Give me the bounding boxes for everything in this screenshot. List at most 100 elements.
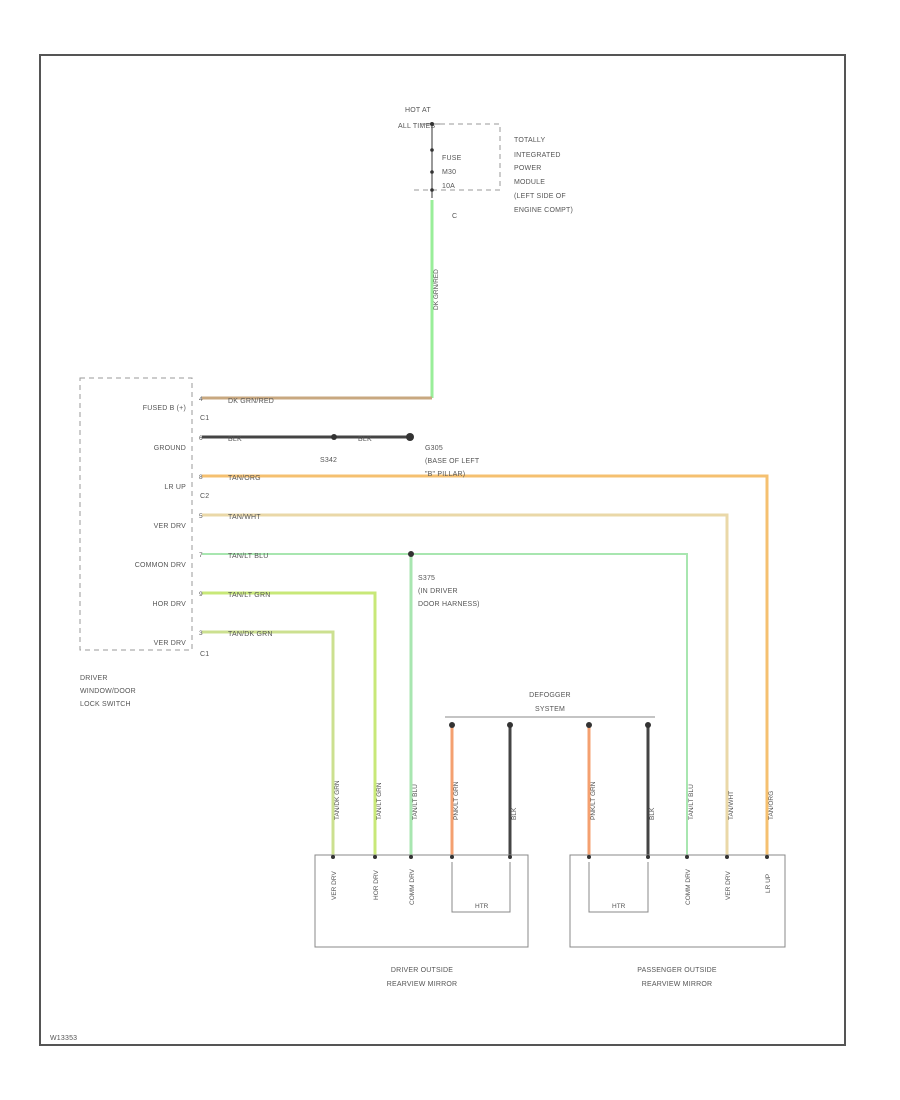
pm-pin-4 (725, 855, 729, 859)
switch-connector-c1-bottom: C1 (200, 651, 209, 658)
defogger-system: DEFOGGER SYSTEM (445, 692, 655, 728)
pm-pin-1 (587, 855, 591, 859)
wire-labels: DK GRN/RED BLK BLK TAN/ORG TAN/WHT TAN/L… (228, 269, 440, 638)
hot-at-label: HOT AT (405, 107, 431, 114)
dm-pin-4 (450, 855, 454, 859)
wire-lr-up (202, 474, 769, 855)
wire-layer (202, 200, 769, 855)
diagram-code: W13353 (50, 1035, 77, 1042)
pm-pin-2 (646, 855, 650, 859)
defogger-conn-3 (586, 722, 592, 728)
label-ver-drv-left: TAN/DK GRN (228, 631, 273, 638)
label-common-drv: TAN/LT BLU (228, 553, 269, 560)
tipm-line-2: INTEGRATED (514, 152, 561, 159)
pin-num-1: 4 (199, 396, 203, 403)
battery-node (430, 122, 434, 126)
pin-num-7: 3 (199, 630, 203, 637)
ground-g305-line-1: G305 (425, 445, 443, 452)
splice-s375-line-1: S375 (418, 575, 435, 582)
defogger-conn-4 (645, 722, 651, 728)
dm-pin-3 (409, 855, 413, 859)
ground-g305-line-3: "B" PILLAR) (425, 471, 465, 478)
switch-connector-c2: C2 (200, 493, 209, 500)
pm-wire-3: TAN/LT BLU (688, 784, 695, 820)
splice-s342 (331, 434, 337, 440)
wire-hor-drv (202, 591, 377, 855)
label-ground-b: BLK (358, 436, 372, 443)
label-ground-a: BLK (228, 436, 242, 443)
tipm-line-3: POWER (514, 165, 541, 172)
pm-pin-lrup: LR UP (765, 874, 772, 893)
defogger-line-2: SYSTEM (535, 706, 565, 713)
pm-caption-1: PASSENGER OUTSIDE (637, 967, 717, 974)
dm-pin-1 (331, 855, 335, 859)
fuse-rating: 10A (442, 183, 455, 190)
pm-heater-element (588, 862, 649, 913)
fuse-node-top (430, 148, 434, 152)
dm-wire-3: TAN/LT BLU (412, 784, 419, 820)
pm-wire-5: TAN/ORG (768, 791, 775, 820)
switch-connector-c1-top: C1 (200, 415, 209, 422)
dm-pin-5 (508, 855, 512, 859)
defogger-line-1: DEFOGGER (529, 692, 571, 699)
wire-common-drv (202, 553, 688, 855)
passenger-mirror-box (569, 854, 786, 948)
power-source: HOT AT ALL TIMES FUSE M30 10A C TOTALLY … (398, 107, 573, 220)
tipm-line-1: TOTALLY (514, 137, 545, 144)
dm-caption-1: DRIVER OUTSIDE (391, 967, 453, 974)
dm-caption-2: REARVIEW MIRROR (387, 981, 458, 988)
dm-wire-5: BLK (511, 807, 518, 820)
switch-pin-common-drv: COMMON DRV (135, 562, 186, 569)
dm-pin-hor: HOR DRV (373, 869, 380, 900)
label-supply: DK GRN/RED (433, 269, 440, 310)
splice-s375 (408, 551, 414, 557)
switch-name-3: LOCK SWITCH (80, 701, 131, 708)
wire-ver-drv-right (202, 513, 729, 855)
fuse-terminal: C (452, 213, 457, 220)
pm-pin-ver: VER DRV (725, 871, 732, 900)
label-lr-up: TAN/ORG (228, 475, 261, 482)
splice-s375-line-2: (IN DRIVER (418, 588, 458, 595)
pm-pin-3 (685, 855, 689, 859)
driver-switch: FUSED B (+) GROUND LR UP VER DRV COMMON … (79, 377, 209, 708)
pm-wire-4: TAN/WHT (728, 791, 735, 820)
dm-wire-2: TAN/LT GRN (376, 782, 383, 820)
pm-heater-label: HTR (612, 903, 626, 910)
dm-pin-2 (373, 855, 377, 859)
switch-name-2: WINDOW/DOOR (80, 688, 136, 695)
passenger-mirror: HTR COMM DRV VER DRV LR UP PASSENGER OUT… (569, 854, 786, 988)
fuse-node-mid (430, 170, 434, 174)
switch-pin-ground: GROUND (154, 445, 186, 452)
dm-heater-label: HTR (475, 903, 489, 910)
driver-mirror-box (314, 854, 529, 948)
mirror-wire-labels: TAN/DK GRN TAN/LT GRN TAN/LT BLU PNK/LT … (334, 780, 775, 820)
diagram-frame (39, 54, 846, 1046)
defogger-conn-1 (449, 722, 455, 728)
driver-mirror: VER DRV HOR DRV COMM DRV HTR DRIVER OUTS… (314, 854, 529, 988)
switch-pin-ver-drv-2: VER DRV (154, 640, 187, 647)
pm-pin-5 (765, 855, 769, 859)
pin-num-2: 6 (199, 435, 203, 442)
ground-g305-line-2: (BASE OF LEFT (425, 458, 480, 465)
dm-wire-1: TAN/DK GRN (334, 780, 341, 820)
dm-pin-comm: COMM DRV (409, 868, 416, 905)
switch-pin-fused-b: FUSED B (+) (143, 405, 186, 412)
pin-num-6: 9 (199, 591, 203, 598)
splice-s375-line-3: DOOR HARNESS) (418, 601, 480, 608)
splice-s342-label: S342 (320, 457, 337, 464)
switch-pin-hor-drv: HOR DRV (152, 601, 186, 608)
label-hor-drv: TAN/LT GRN (228, 592, 270, 599)
splices: S342 G305 (BASE OF LEFT "B" PILLAR) S375… (320, 433, 480, 608)
defogger-conn-2 (507, 722, 513, 728)
tipm-line-4: MODULE (514, 179, 545, 186)
label-fused-b: DK GRN/RED (228, 398, 274, 405)
dm-wire-4: PNK/LT GRN (453, 781, 460, 820)
wire-ver-drv-left (202, 630, 335, 855)
battery-label: ALL TIMES (398, 123, 435, 130)
pm-wire-1: PNK/LT GRN (590, 781, 597, 820)
tipm-line-6: ENGINE COMPT) (514, 207, 573, 214)
dm-pin-ver: VER DRV (331, 871, 338, 900)
fuse-label: FUSE (442, 155, 462, 162)
dm-heater-element (451, 862, 511, 913)
